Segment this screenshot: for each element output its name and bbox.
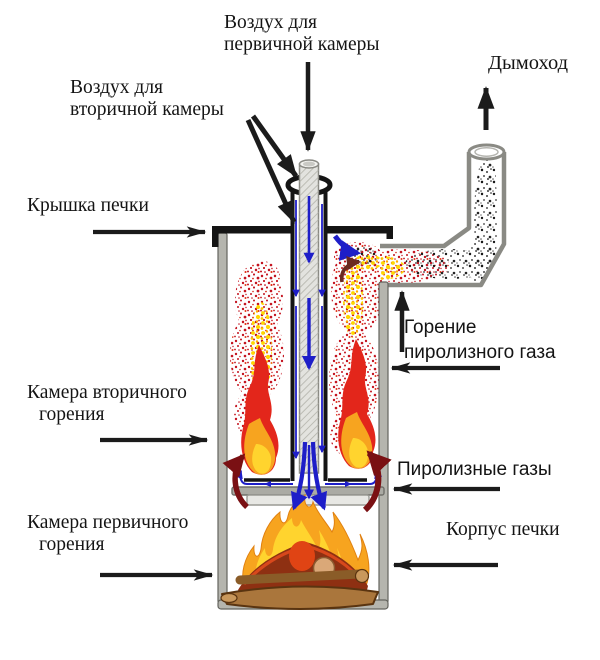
label-line: Воздух для: [224, 12, 318, 33]
label-secondary-chamber: Камера вторичного горения: [27, 382, 187, 426]
label-stove-body: Корпус печки: [446, 519, 560, 540]
ember-glow: [289, 541, 315, 571]
label-line: пиролизного газа: [404, 342, 556, 363]
pyrolysis-gas-arrows: [222, 255, 392, 513]
label-air-primary: Воздух для первичной камеры: [224, 12, 379, 56]
label-air-secondary: Воздух для вторичной камеры: [70, 77, 224, 121]
label-line: горения: [39, 534, 105, 555]
chimney-pipe: [380, 143, 507, 288]
left-flame: [241, 345, 279, 475]
label-gas-combustion: Горение пиролизного газа: [404, 315, 556, 365]
primary-fire: [220, 493, 379, 610]
label-pyrolysis-gases: Пиролизные газы: [397, 459, 552, 480]
label-chimney: Дымоход: [488, 52, 569, 74]
stove-lid: [212, 226, 393, 247]
label-line: первичной камеры: [224, 34, 380, 55]
label-primary-chamber: Камера первичного горения: [27, 512, 188, 556]
flue-gas-speckles: [380, 156, 499, 285]
air-to-chimney-arrow: [332, 234, 362, 261]
label-line: Камера вторичного: [27, 382, 187, 403]
label-line: Горение: [404, 317, 477, 338]
arrow-air-secondary-1: [250, 114, 299, 178]
annotation-arrows: [93, 62, 500, 581]
arrow-air-secondary-2: [245, 118, 297, 224]
label-line: Камера первичного: [27, 512, 189, 533]
label-line: вторичной камеры: [70, 99, 224, 120]
label-line: горения: [39, 404, 105, 425]
logs: [221, 585, 379, 610]
label-stove-lid: Крышка печки: [27, 195, 149, 216]
label-line: Воздух для: [70, 77, 164, 98]
